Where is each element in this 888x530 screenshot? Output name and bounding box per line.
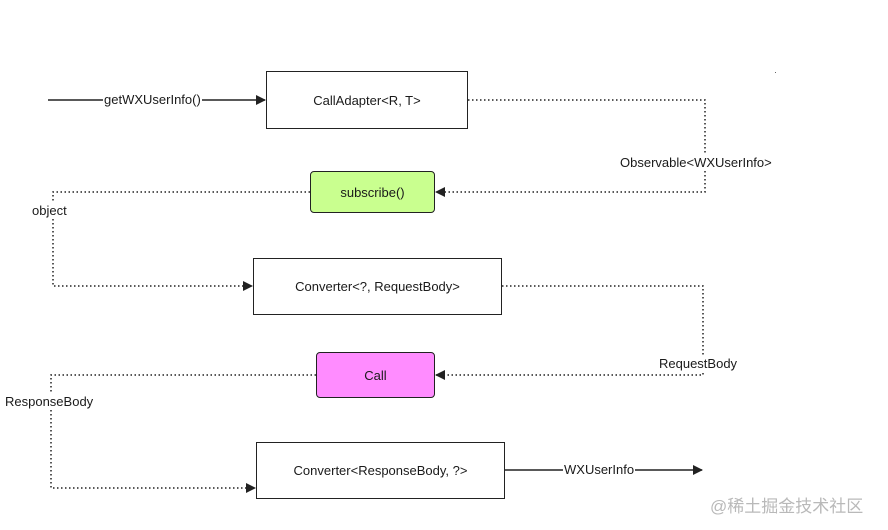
call-adapter-node: CallAdapter<R, T>: [266, 71, 468, 129]
edge-label-wx-user-info: WXUserInfo: [563, 462, 636, 478]
edge-label-get-user-info: getWXUserInfo(): [103, 92, 202, 108]
request-converter-node: Converter<?, RequestBody>: [253, 258, 502, 315]
edge-object: [52, 191, 310, 291]
call-label: Call: [364, 367, 387, 383]
subscribe-label: subscribe(): [340, 184, 405, 200]
edge-request-body: [435, 285, 704, 380]
edge-response-body: [50, 374, 316, 493]
watermark: @稀土掘金技术社区: [710, 497, 864, 516]
call-node: Call: [316, 352, 435, 398]
edge-label-observable: Observable<WXUserInfo>: [619, 155, 773, 171]
request-converter-label: Converter<?, RequestBody>: [295, 279, 460, 294]
edge-label-object: object: [31, 203, 68, 219]
edge-observable: [435, 99, 706, 197]
response-converter-label: Converter<ResponseBody, ?>: [293, 463, 468, 478]
call-adapter-label: CallAdapter<R, T>: [313, 92, 421, 108]
edge-label-response-body: ResponseBody: [4, 394, 95, 410]
stray-dot: [775, 72, 776, 73]
response-converter-node: Converter<ResponseBody, ?>: [256, 442, 505, 499]
edge-label-request-body: RequestBody: [658, 356, 739, 372]
subscribe-node: subscribe(): [310, 171, 435, 213]
